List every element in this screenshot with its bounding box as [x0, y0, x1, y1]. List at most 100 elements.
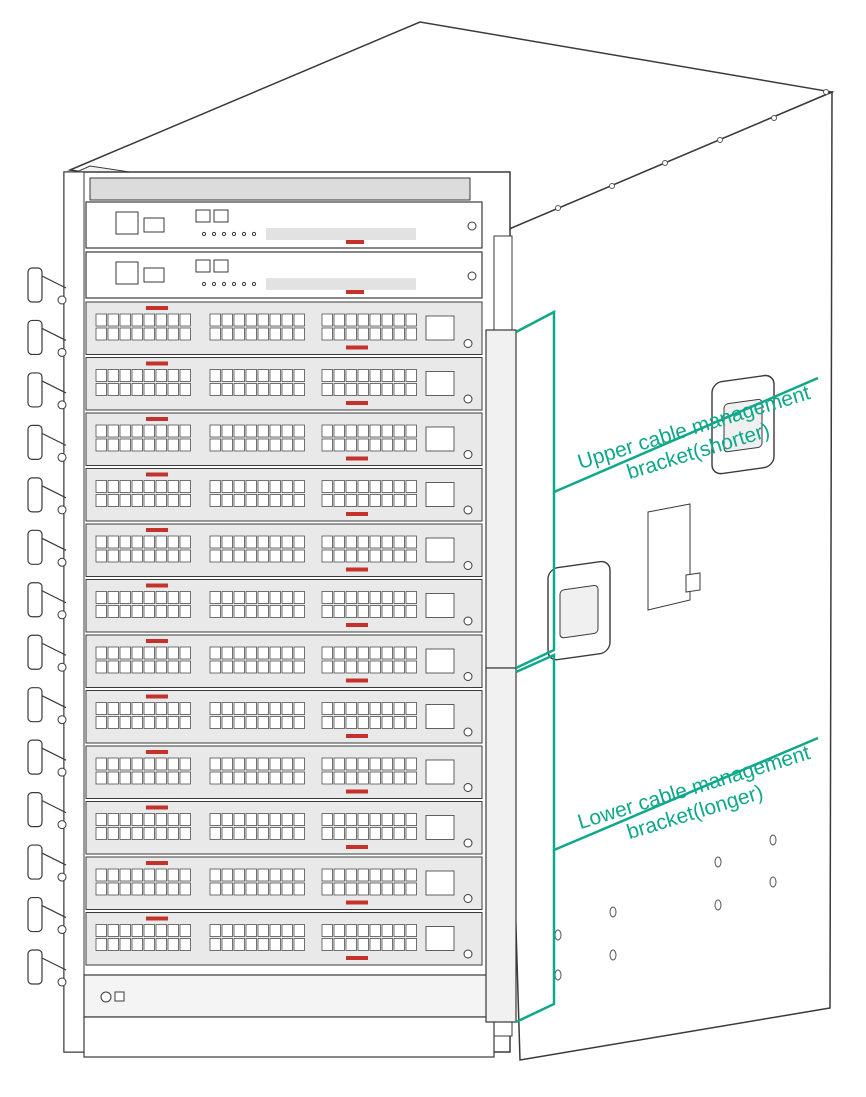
rj45-port [155, 605, 167, 618]
rj45-port [321, 605, 333, 618]
line-card-latch-bottom [346, 623, 368, 627]
rj45-port [221, 549, 233, 563]
rj45-port [245, 924, 257, 937]
rj45-port [245, 813, 257, 826]
rj45-port [179, 480, 191, 493]
line-card-captive-screw [463, 838, 473, 848]
mpu-led [231, 281, 237, 287]
rj45-port [155, 882, 167, 896]
handle-arm [41, 590, 67, 604]
rj45-port [345, 383, 357, 396]
rj45-port [107, 549, 119, 563]
rj45-port [257, 827, 269, 840]
line-card-latch-top [146, 528, 168, 532]
handle-grip [27, 687, 43, 723]
rj45-port [345, 771, 357, 785]
mpu-captive-screw [467, 221, 477, 231]
rj45-port [143, 313, 155, 327]
rj45-port [245, 535, 257, 549]
rj45-port [369, 646, 381, 660]
rj45-port [221, 882, 233, 896]
rj45-port [119, 480, 131, 493]
rj45-port [119, 646, 131, 660]
rj45-port [369, 591, 381, 604]
line-card [85, 690, 483, 744]
rj45-port [369, 327, 381, 341]
rj45-port [257, 924, 269, 937]
rj45-port [107, 313, 119, 327]
rj45-port [321, 549, 333, 563]
rj45-port [209, 702, 221, 715]
rj45-port [381, 535, 393, 549]
rj45-port [131, 605, 143, 618]
rj45-port [357, 327, 369, 341]
rj45-port [369, 424, 381, 438]
rj45-port [179, 813, 191, 826]
rj45-port [269, 771, 281, 785]
rj45-port [405, 827, 417, 840]
handle-grip [27, 949, 43, 985]
rj45-port [119, 716, 131, 729]
rj45-port [233, 494, 245, 507]
mpu-module [85, 251, 483, 299]
rj45-port [393, 494, 405, 507]
rj45-port [333, 924, 345, 937]
rj45-port [269, 313, 281, 327]
rj45-port [131, 827, 143, 840]
rj45-port [179, 494, 191, 507]
rj45-port [405, 924, 417, 937]
rj45-port [345, 327, 357, 341]
rj45-port [269, 424, 281, 438]
rj45-port [119, 535, 131, 549]
mpu-latch [346, 240, 364, 244]
rj45-port [405, 535, 417, 549]
rj45-port [357, 438, 369, 452]
handle-screw [57, 925, 67, 935]
rj45-port [269, 549, 281, 563]
line-card [85, 634, 483, 688]
rj45-port [167, 646, 179, 660]
rj45-port [321, 327, 333, 341]
rj45-port [381, 327, 393, 341]
rj45-port [179, 938, 191, 951]
mpu-led [221, 231, 227, 237]
rj45-port [95, 535, 107, 549]
rj45-port [257, 327, 269, 341]
left-ejector-handle [27, 792, 67, 830]
mpu-mgmt-port [213, 209, 229, 223]
rj45-port [107, 535, 119, 549]
sfp-ports [425, 593, 455, 618]
handle-arm [41, 485, 67, 499]
rj45-port [269, 938, 281, 951]
rj45-port [143, 827, 155, 840]
rj45-port [345, 480, 357, 493]
rj45-port [167, 702, 179, 715]
rj45-port [95, 591, 107, 604]
rj45-port [143, 591, 155, 604]
rj45-port [381, 591, 393, 604]
rj45-port [321, 369, 333, 382]
rj45-port [155, 827, 167, 840]
rj45-port [369, 383, 381, 396]
line-card [85, 412, 483, 466]
rj45-port [357, 369, 369, 382]
line-card [85, 468, 483, 522]
rj45-port [131, 868, 143, 882]
rj45-port [281, 605, 293, 618]
rj45-port [221, 494, 233, 507]
bottom-base [83, 974, 495, 1018]
rj45-port [345, 660, 357, 674]
line-card-latch-bottom [346, 789, 368, 794]
rj45-port [107, 757, 119, 771]
rj45-port [257, 549, 269, 563]
rj45-port [209, 716, 221, 729]
handle-arm [41, 642, 67, 656]
mpu-usb-port [143, 217, 165, 233]
mpu-led [211, 231, 217, 237]
rj45-port [221, 660, 233, 674]
lower-callout-bracket-bottom [515, 850, 556, 1024]
rj45-port [381, 646, 393, 660]
left-ejector-handle [27, 319, 67, 357]
rj45-port [107, 591, 119, 604]
rj45-port [143, 716, 155, 729]
